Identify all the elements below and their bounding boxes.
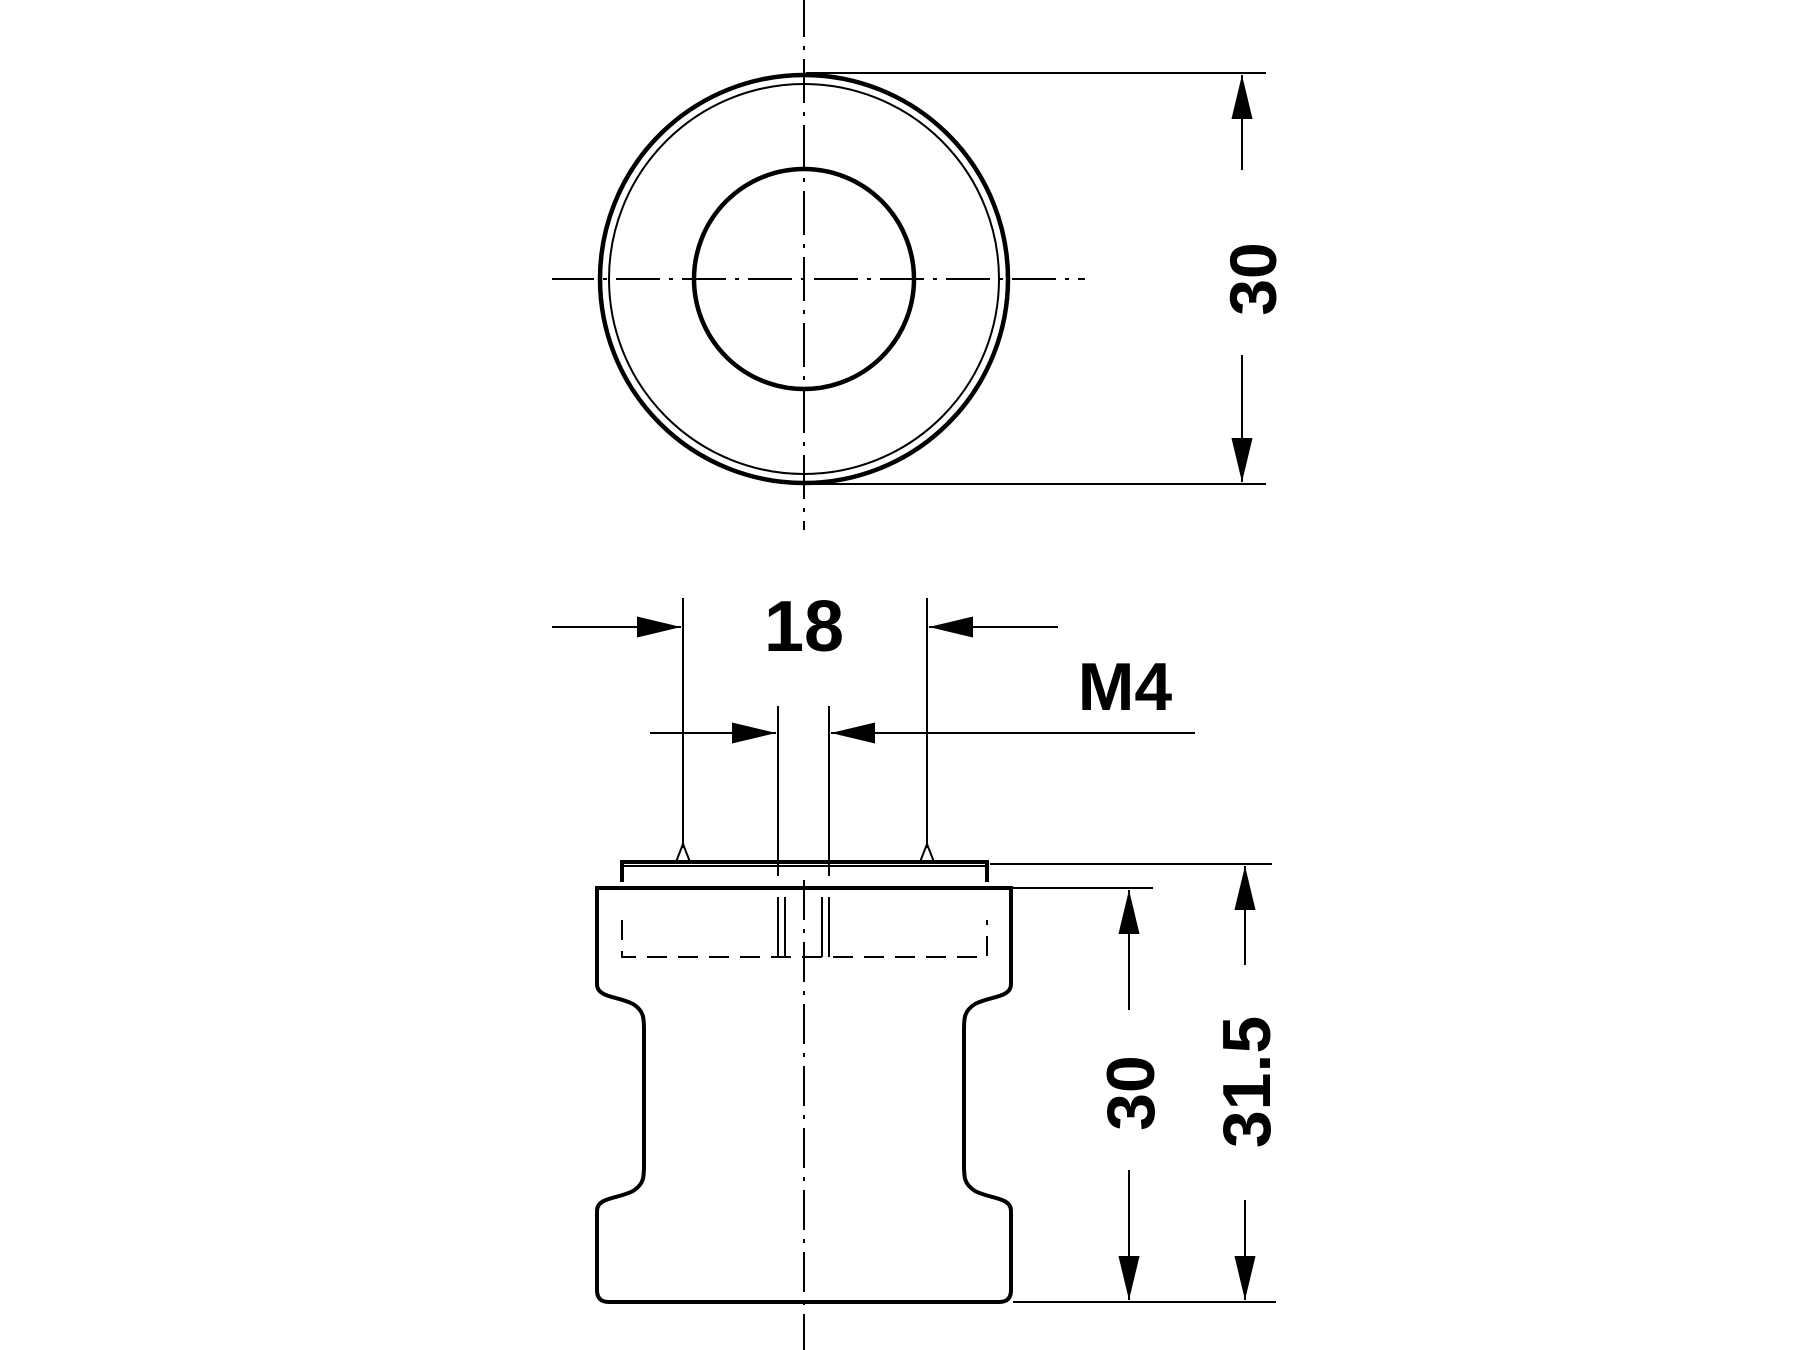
top-view	[552, 0, 1266, 530]
thread-dimension-label: M4	[1078, 649, 1173, 725]
width-dimension-label: 18	[764, 587, 844, 667]
top-dimension-label: 30	[1216, 242, 1290, 315]
width-cone-left	[675, 841, 691, 863]
body-height-label: 30	[1093, 1055, 1169, 1131]
width-cone-right	[919, 841, 935, 863]
side-view	[552, 598, 1276, 1350]
total-height-label: 31.5	[1209, 1016, 1285, 1148]
side-body-outline	[595, 886, 1013, 1304]
side-cap-outline	[620, 860, 989, 882]
